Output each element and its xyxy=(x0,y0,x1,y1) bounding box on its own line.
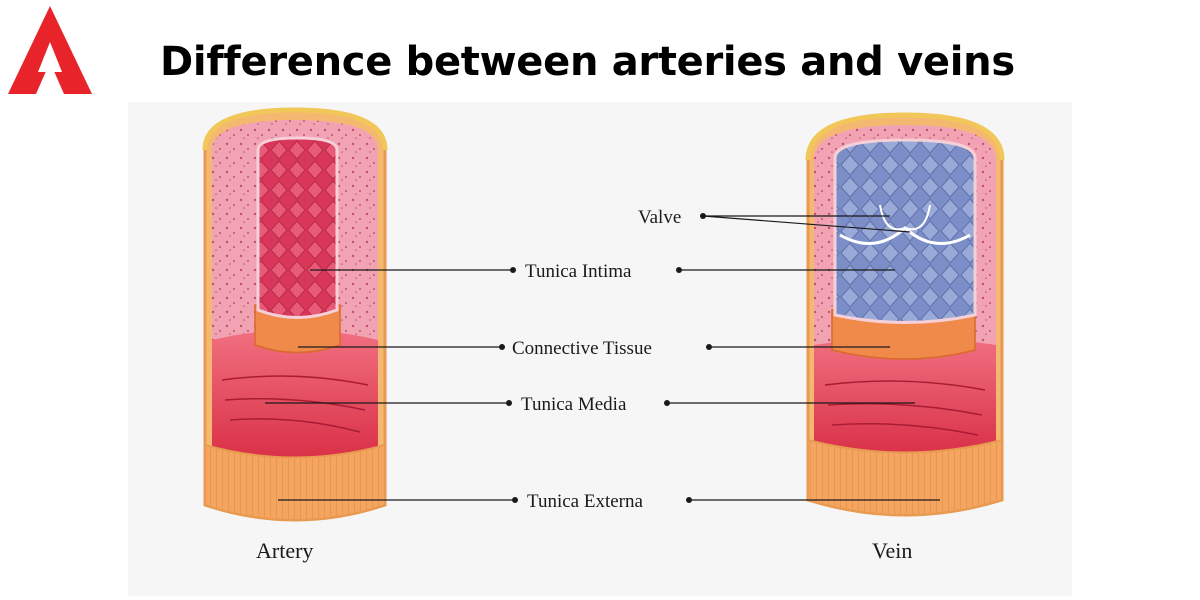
page-title: Difference between arteries and veins xyxy=(160,39,1015,85)
label-tunica-intima: Tunica Intima xyxy=(525,261,632,282)
leader-lines xyxy=(265,215,940,501)
label-valve: Valve xyxy=(638,207,681,228)
vein-illustration xyxy=(805,112,1005,517)
logo-icon xyxy=(8,6,92,94)
artery-illustration xyxy=(202,107,388,522)
caption-vein: Vein xyxy=(872,538,912,563)
caption-artery: Artery xyxy=(256,538,313,563)
leader-dots xyxy=(499,213,712,503)
label-connective-tissue: Connective Tissue xyxy=(512,338,652,359)
label-tunica-media: Tunica Media xyxy=(521,394,627,415)
label-tunica-externa: Tunica Externa xyxy=(527,491,643,512)
